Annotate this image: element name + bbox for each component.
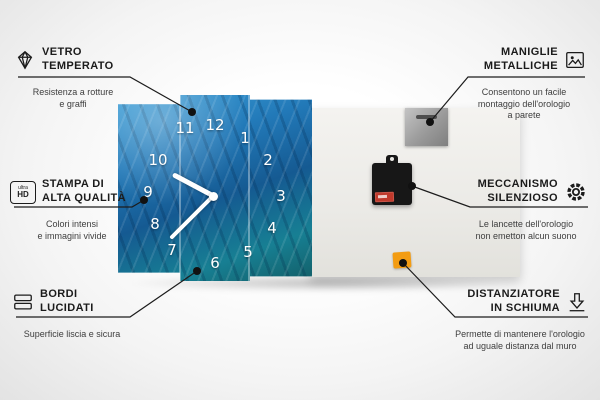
clock-face: 12 1 2 3 4 5 6 7 8 9 10 11 [118,95,312,281]
battery [374,191,395,203]
clock-number: 1 [240,129,250,147]
callout-silent-mechanism: MECCANISMO SILENZIOSO Le lancette dell'o… [464,176,588,242]
spacer-arrow-icon [566,291,588,313]
hour-hand [171,172,215,199]
clock-number: 6 [210,254,220,272]
picture-frame-icon [564,49,586,71]
clock-number: 8 [150,215,160,233]
ultra-hd-label-bottom: HD [17,189,29,199]
callout-foam-spacer: DISTANZIATORE IN SCHIUMA Permette di man… [452,286,588,352]
clock-number: 12 [205,116,225,134]
clock-number: 4 [267,219,277,237]
callout-subtitle: Superficie liscia e sicura [23,329,121,339]
callout-title: DISTANZIATORE IN SCHIUMA [467,288,560,314]
mechanism-hook [386,155,398,164]
clock-number: 10 [148,151,168,169]
callout-title: VETRO TEMPERATO [42,46,114,72]
clock-number: 9 [143,183,153,201]
callout-title: BORDI LUCIDATI [40,288,94,314]
minute-hand [169,194,215,240]
callout-subtitle: Le lancette dell'orologio non emetton al… [475,219,577,241]
callout-polished-edges: BORDI LUCIDATI Superficie liscia e sicur… [12,286,132,341]
foam-spacer [392,251,412,269]
mechanism-hook-hole [390,157,394,161]
callout-subtitle: Consentono un facile montaggio dell'orol… [477,87,571,121]
hanger-slot [416,115,437,119]
clock-number: 7 [167,241,177,259]
diamond-icon [14,49,36,71]
clock-number: 11 [175,119,195,137]
callout-title: MECCANISMO SILENZIOSO [477,178,558,204]
callout-subtitle: Resistenza a rotture e graffi [32,87,114,109]
clock-number: 2 [263,151,273,169]
ultra-hd-icon: ultra HD [10,180,36,204]
callout-title: MANIGLIE METALLICHE [483,46,558,72]
callout-metal-handles: MANIGLIE METALLICHE Consentono un facile… [462,44,586,122]
callout-print-quality: ultra HD STAMPA DI ALTA QUALITÀ Colori i… [10,176,134,242]
gear-icon [564,180,588,204]
ultra-hd-label-top: ultra [18,184,28,191]
polished-edges-icon [12,291,34,313]
callout-subtitle: Permette di mantenere l'orologio ad ugua… [455,329,585,351]
battery-label [377,194,388,199]
callout-subtitle: Colori intensi e immagini vivide [37,219,107,241]
clock-number: 3 [276,187,286,205]
callout-tempered-glass: VETRO TEMPERATO Resistenza a rotture e g… [14,44,132,110]
callout-title: STAMPA DI ALTA QUALITÀ [42,178,127,204]
clock-number: 5 [243,243,253,261]
clock-center-cap [208,191,218,201]
clock-mechanism [372,155,412,205]
metal-hanger-plate [405,108,448,146]
